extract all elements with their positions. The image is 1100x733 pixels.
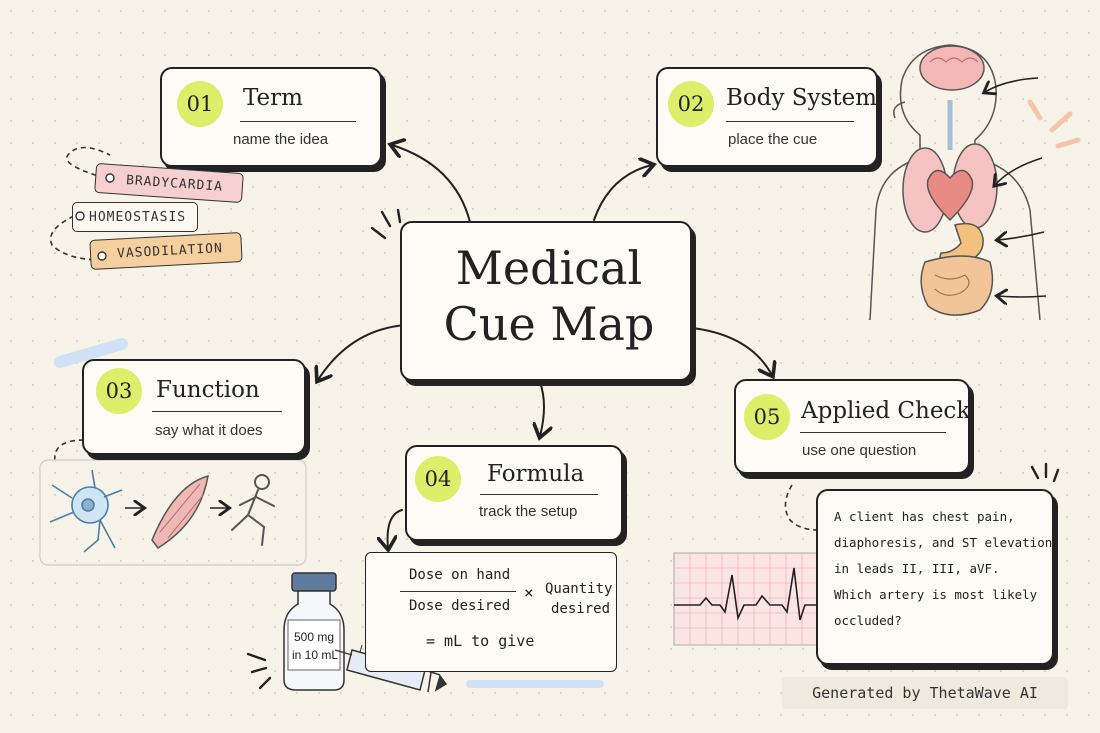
formula-box [365, 552, 617, 672]
center-title: Medical Cue Map [443, 241, 655, 351]
formula-times: × [524, 583, 534, 602]
card-function-title: Function [156, 377, 260, 403]
brain-icon [919, 45, 985, 91]
question-card [816, 489, 1054, 665]
formula-numerator: Dose on hand [409, 567, 511, 583]
footer-watermark: Generated by ThetaWave AI [782, 677, 1068, 709]
formula-desired: desired [551, 601, 611, 617]
vial-label-dose: 500 mg [294, 630, 335, 644]
runner-icon [231, 474, 275, 546]
formula-result: = mL to give [426, 632, 535, 650]
card-formula-title: Formula [487, 461, 585, 487]
card-function-subtitle: say what it does [155, 422, 263, 439]
arrow-to-formula [540, 381, 544, 436]
neuron-icon [49, 469, 123, 553]
emphasis-marks [246, 208, 1060, 690]
card-body-system-title: Body System [726, 85, 877, 111]
heart-icon [926, 169, 974, 222]
card-function-number: 03 [96, 368, 142, 414]
card-applied-check-subtitle: use one question [802, 442, 917, 459]
arrow-to-term [392, 145, 471, 223]
formula-quantity: Quantity [545, 581, 613, 597]
arrow-to-formula-box [388, 509, 403, 548]
arrow-to-function [318, 324, 406, 380]
arrow-to-applied-check [691, 327, 772, 375]
card-term-subtitle: name the idea [233, 131, 329, 148]
card-body-system-number: 02 [668, 81, 714, 127]
card-formula-number: 04 [415, 456, 461, 502]
card-applied-check-number: 05 [744, 394, 790, 440]
term-tag-homeostasis: HOMEOSTASIS [72, 202, 198, 232]
card-term-title: Term [243, 85, 303, 111]
vial-label-volume: in 10 mL [292, 648, 339, 662]
card-term-number: 01 [177, 81, 223, 127]
muscle-icon [151, 474, 209, 549]
card-applied-check-title: Applied Check [801, 398, 971, 424]
question-text: A client has chest pain, diaphoresis, an… [834, 509, 1053, 628]
card-formula-subtitle: track the setup [479, 503, 578, 520]
ecg-strip [673, 552, 819, 646]
card-body-system-subtitle: place the cue [728, 131, 818, 148]
vial-icon [283, 572, 345, 691]
anatomy-pointers [985, 77, 1047, 297]
formula-denominator: Dose desired [409, 598, 511, 614]
center-card [400, 221, 692, 381]
highlight-blue [54, 338, 128, 368]
arrow-to-body-system [593, 165, 652, 221]
intestines-icon [920, 255, 994, 316]
